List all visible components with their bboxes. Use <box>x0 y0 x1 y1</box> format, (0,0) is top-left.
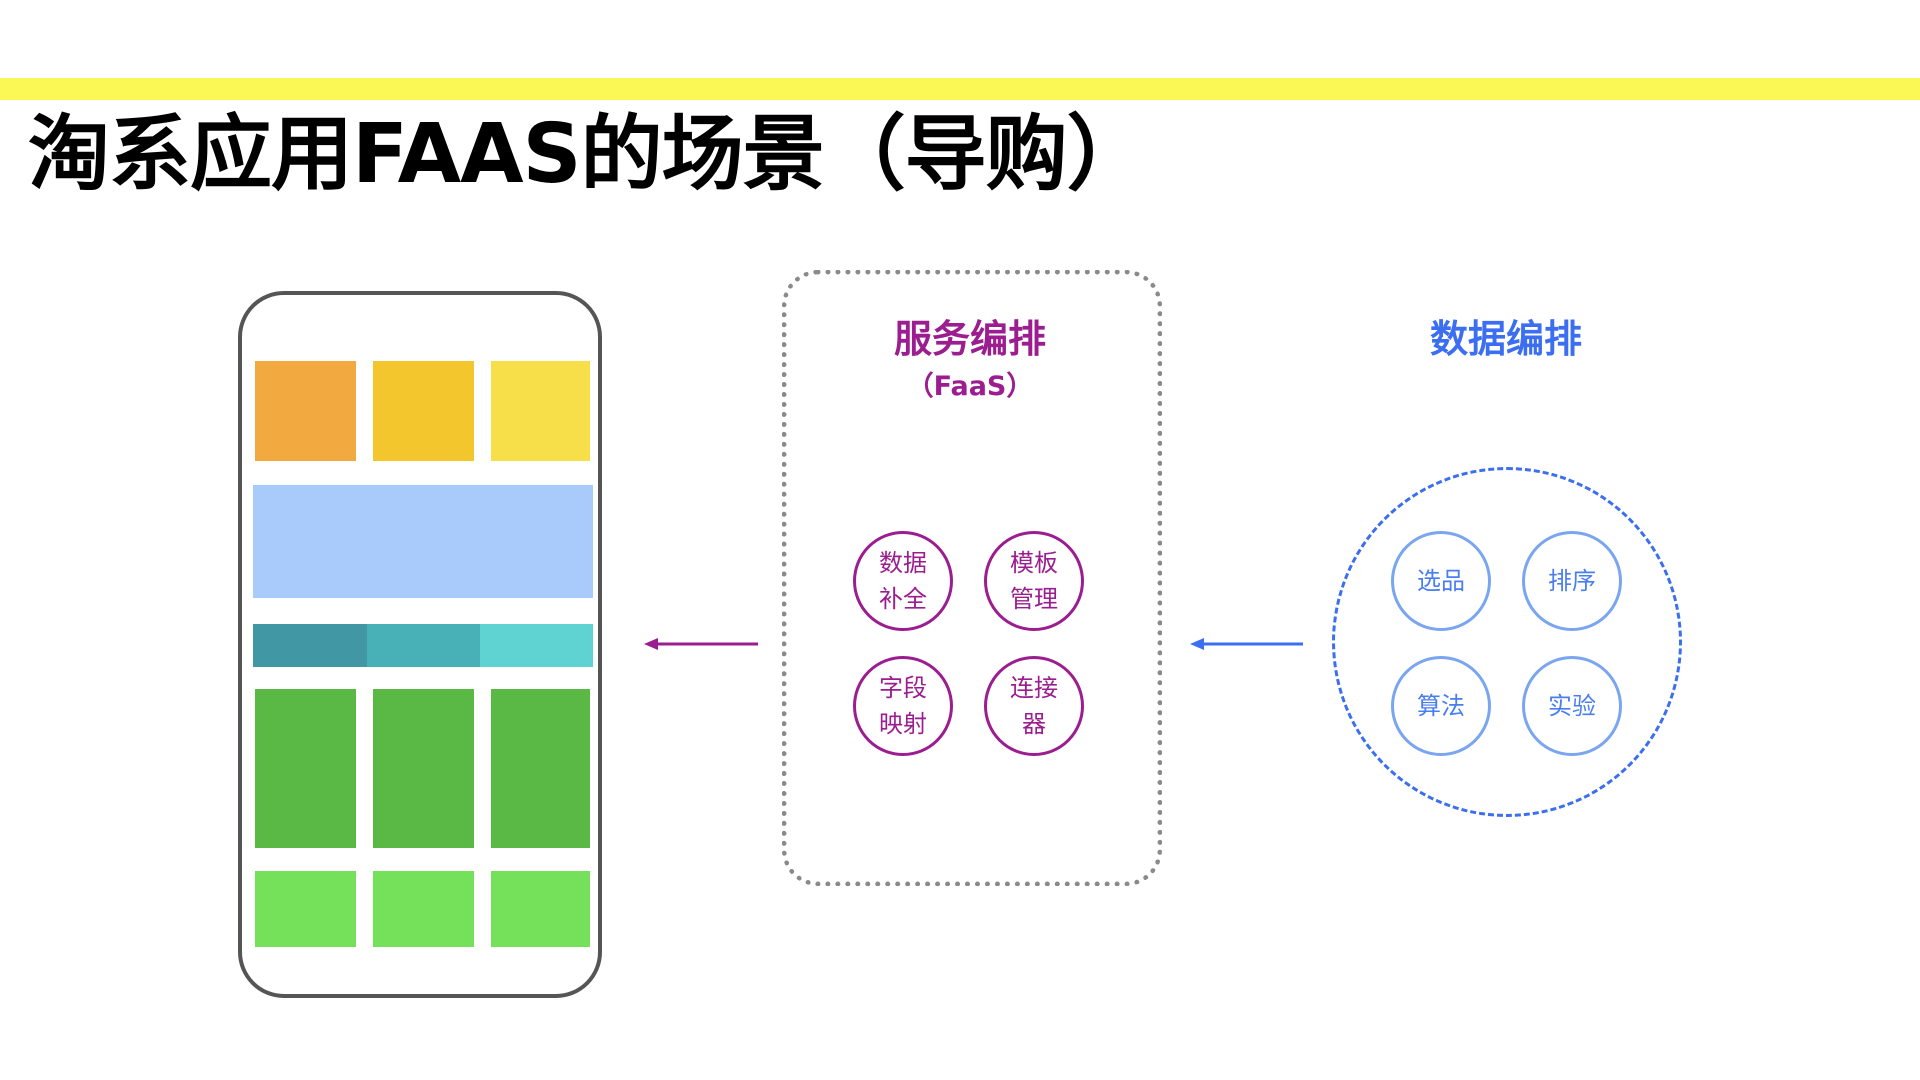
data-orchestration-title: 数据编排 <box>1429 317 1582 361</box>
service-node-field-mapping: 字段 映射 <box>853 656 953 756</box>
data-orchestration-ring <box>1332 467 1682 817</box>
data-node-ranking: 排序 <box>1522 531 1622 631</box>
data-node-experiment: 实验 <box>1522 656 1622 756</box>
strip-2 <box>367 624 480 667</box>
card-2 <box>373 689 474 848</box>
data-node-algorithm: 算法 <box>1391 656 1491 756</box>
top-tile-3 <box>491 361 590 461</box>
service-orchestration-subtitle: （FaaS） <box>906 371 1034 402</box>
top-highlight-band <box>0 78 1920 100</box>
strip-1 <box>253 624 367 667</box>
arrow-data-to-service <box>1190 638 1303 650</box>
bottom-tile-2 <box>373 871 474 947</box>
phone-mockup <box>238 291 602 998</box>
card-3 <box>491 689 590 848</box>
bottom-tile-3 <box>491 871 590 947</box>
data-node-product-selection: 选品 <box>1391 531 1491 631</box>
service-node-data-completion: 数据 补全 <box>853 531 953 631</box>
bottom-tile-1 <box>255 871 356 947</box>
slide-title: 淘系应用FAAS的场景（导购） <box>28 107 1149 202</box>
service-node-template-management: 模板 管理 <box>984 531 1084 631</box>
strip-3 <box>480 624 593 667</box>
top-tile-2 <box>373 361 474 461</box>
card-1 <box>255 689 356 848</box>
top-tile-1 <box>255 361 356 461</box>
arrow-service-to-phone <box>644 638 758 650</box>
banner <box>253 485 593 598</box>
service-orchestration-title: 服务编排 <box>893 317 1046 361</box>
service-orchestration-box <box>782 270 1162 886</box>
service-node-connector: 连接 器 <box>984 656 1084 756</box>
